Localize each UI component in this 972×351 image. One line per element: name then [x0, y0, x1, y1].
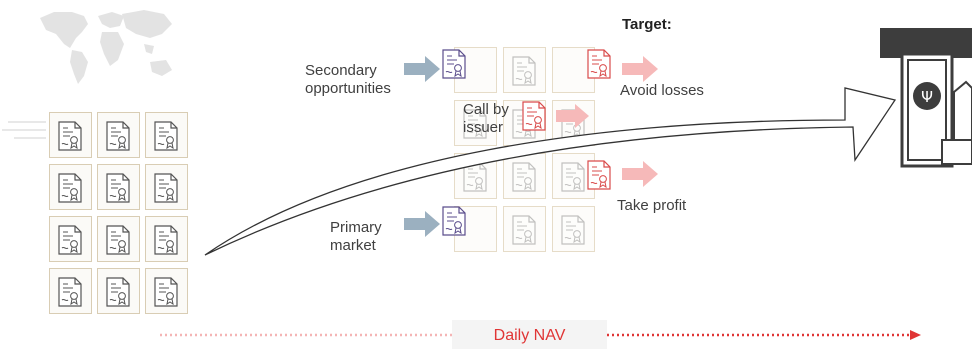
- certificate-icon: [561, 162, 585, 192]
- certificate-icon: [522, 101, 546, 131]
- grid-cell: [49, 268, 92, 314]
- grid-cell: [97, 164, 140, 210]
- certificate-icon: [442, 49, 466, 79]
- grid-cell: [97, 216, 140, 262]
- grid-cell: [145, 112, 188, 158]
- certificate-icon: [442, 206, 466, 236]
- avoid-losses-label: Avoid losses: [620, 82, 704, 99]
- take-profit-label: Take profit: [617, 197, 687, 214]
- grid-cell: [454, 100, 497, 146]
- grid-cell: [97, 268, 140, 314]
- grid-cell: [145, 268, 188, 314]
- call-by-issuer-label: Call by issuer: [463, 101, 509, 136]
- svg-text:Ψ: Ψ: [921, 88, 933, 106]
- certificate-icon: [58, 277, 82, 307]
- certificate-icon: [106, 225, 130, 255]
- certificate-icon: [587, 49, 611, 79]
- grid-cell: [552, 206, 595, 252]
- certificate-icon: [154, 121, 178, 151]
- certificate-icon: [463, 109, 487, 139]
- grid-cell: [49, 112, 92, 158]
- secondary-label: Secondary opportunities: [305, 62, 391, 97]
- certificate-icon: [106, 121, 130, 151]
- certificate-icon: [154, 173, 178, 203]
- certificate-icon: [512, 215, 536, 245]
- certificate-icon: [58, 225, 82, 255]
- grid-cell: [97, 112, 140, 158]
- grid-cell: [503, 153, 546, 199]
- grid-cell: [503, 47, 546, 93]
- certificate-icon: [512, 56, 536, 86]
- grid-cell: [145, 164, 188, 210]
- certificate-icon: [587, 160, 611, 190]
- motion-lines: [2, 121, 46, 139]
- world-map-icon: [40, 10, 172, 84]
- certificate-icon: [58, 173, 82, 203]
- cash-withdrawal-icon: Ψ: [880, 28, 972, 168]
- certificate-icon: [106, 277, 130, 307]
- certificate-icon: [106, 173, 130, 203]
- target-label: Target:: [622, 16, 672, 33]
- certificate-icon: [154, 225, 178, 255]
- certificate-icon: [512, 162, 536, 192]
- daily-nav-label: Daily NAV: [452, 320, 607, 349]
- certificate-icon: [561, 215, 585, 245]
- certificate-icon: [58, 121, 82, 151]
- grid-cell: [49, 216, 92, 262]
- grid-cell: [49, 164, 92, 210]
- certificate-icon: [154, 277, 178, 307]
- grid-cell: [503, 206, 546, 252]
- primary-label: Primary market: [330, 219, 382, 254]
- grid-cell: [145, 216, 188, 262]
